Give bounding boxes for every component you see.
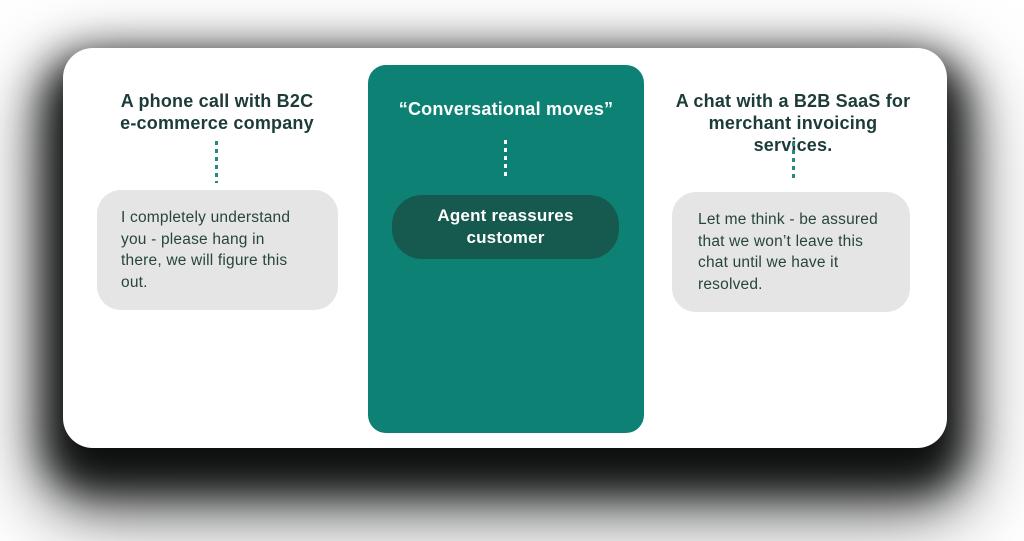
left-connector-dotted-line: [215, 141, 218, 183]
left-scenario-heading: A phone call with B2C e-commerce company: [92, 90, 342, 134]
center-connector-dotted-line: [504, 140, 507, 180]
agent-move-pill: Agent reassures customer: [392, 195, 619, 259]
left-heading-line-2: e-commerce company: [120, 113, 314, 133]
left-heading-line-1: A phone call with B2C: [120, 91, 314, 111]
main-card: A phone call with B2C e-commerce company…: [63, 48, 947, 448]
left-bubble-text: I completely understand you - please han…: [121, 209, 291, 291]
right-connector-dotted-line: [792, 142, 795, 182]
pill-label-line-1: Agent reassures: [437, 206, 574, 225]
right-chat-bubble: Let me think - be assured that we won’t …: [672, 192, 910, 312]
right-heading-line-1: A chat with a B2B SaaS for: [675, 91, 911, 111]
pill-label-line-2: customer: [466, 228, 545, 247]
left-chat-bubble: I completely understand you - please han…: [97, 190, 338, 310]
right-bubble-text: Let me think - be assured that we won’t …: [698, 211, 878, 293]
right-scenario-heading: A chat with a B2B SaaS for merchant invo…: [668, 90, 918, 156]
conversational-moves-card: “Conversational moves” Agent reassures c…: [368, 65, 644, 433]
center-heading: “Conversational moves”: [398, 99, 614, 119]
